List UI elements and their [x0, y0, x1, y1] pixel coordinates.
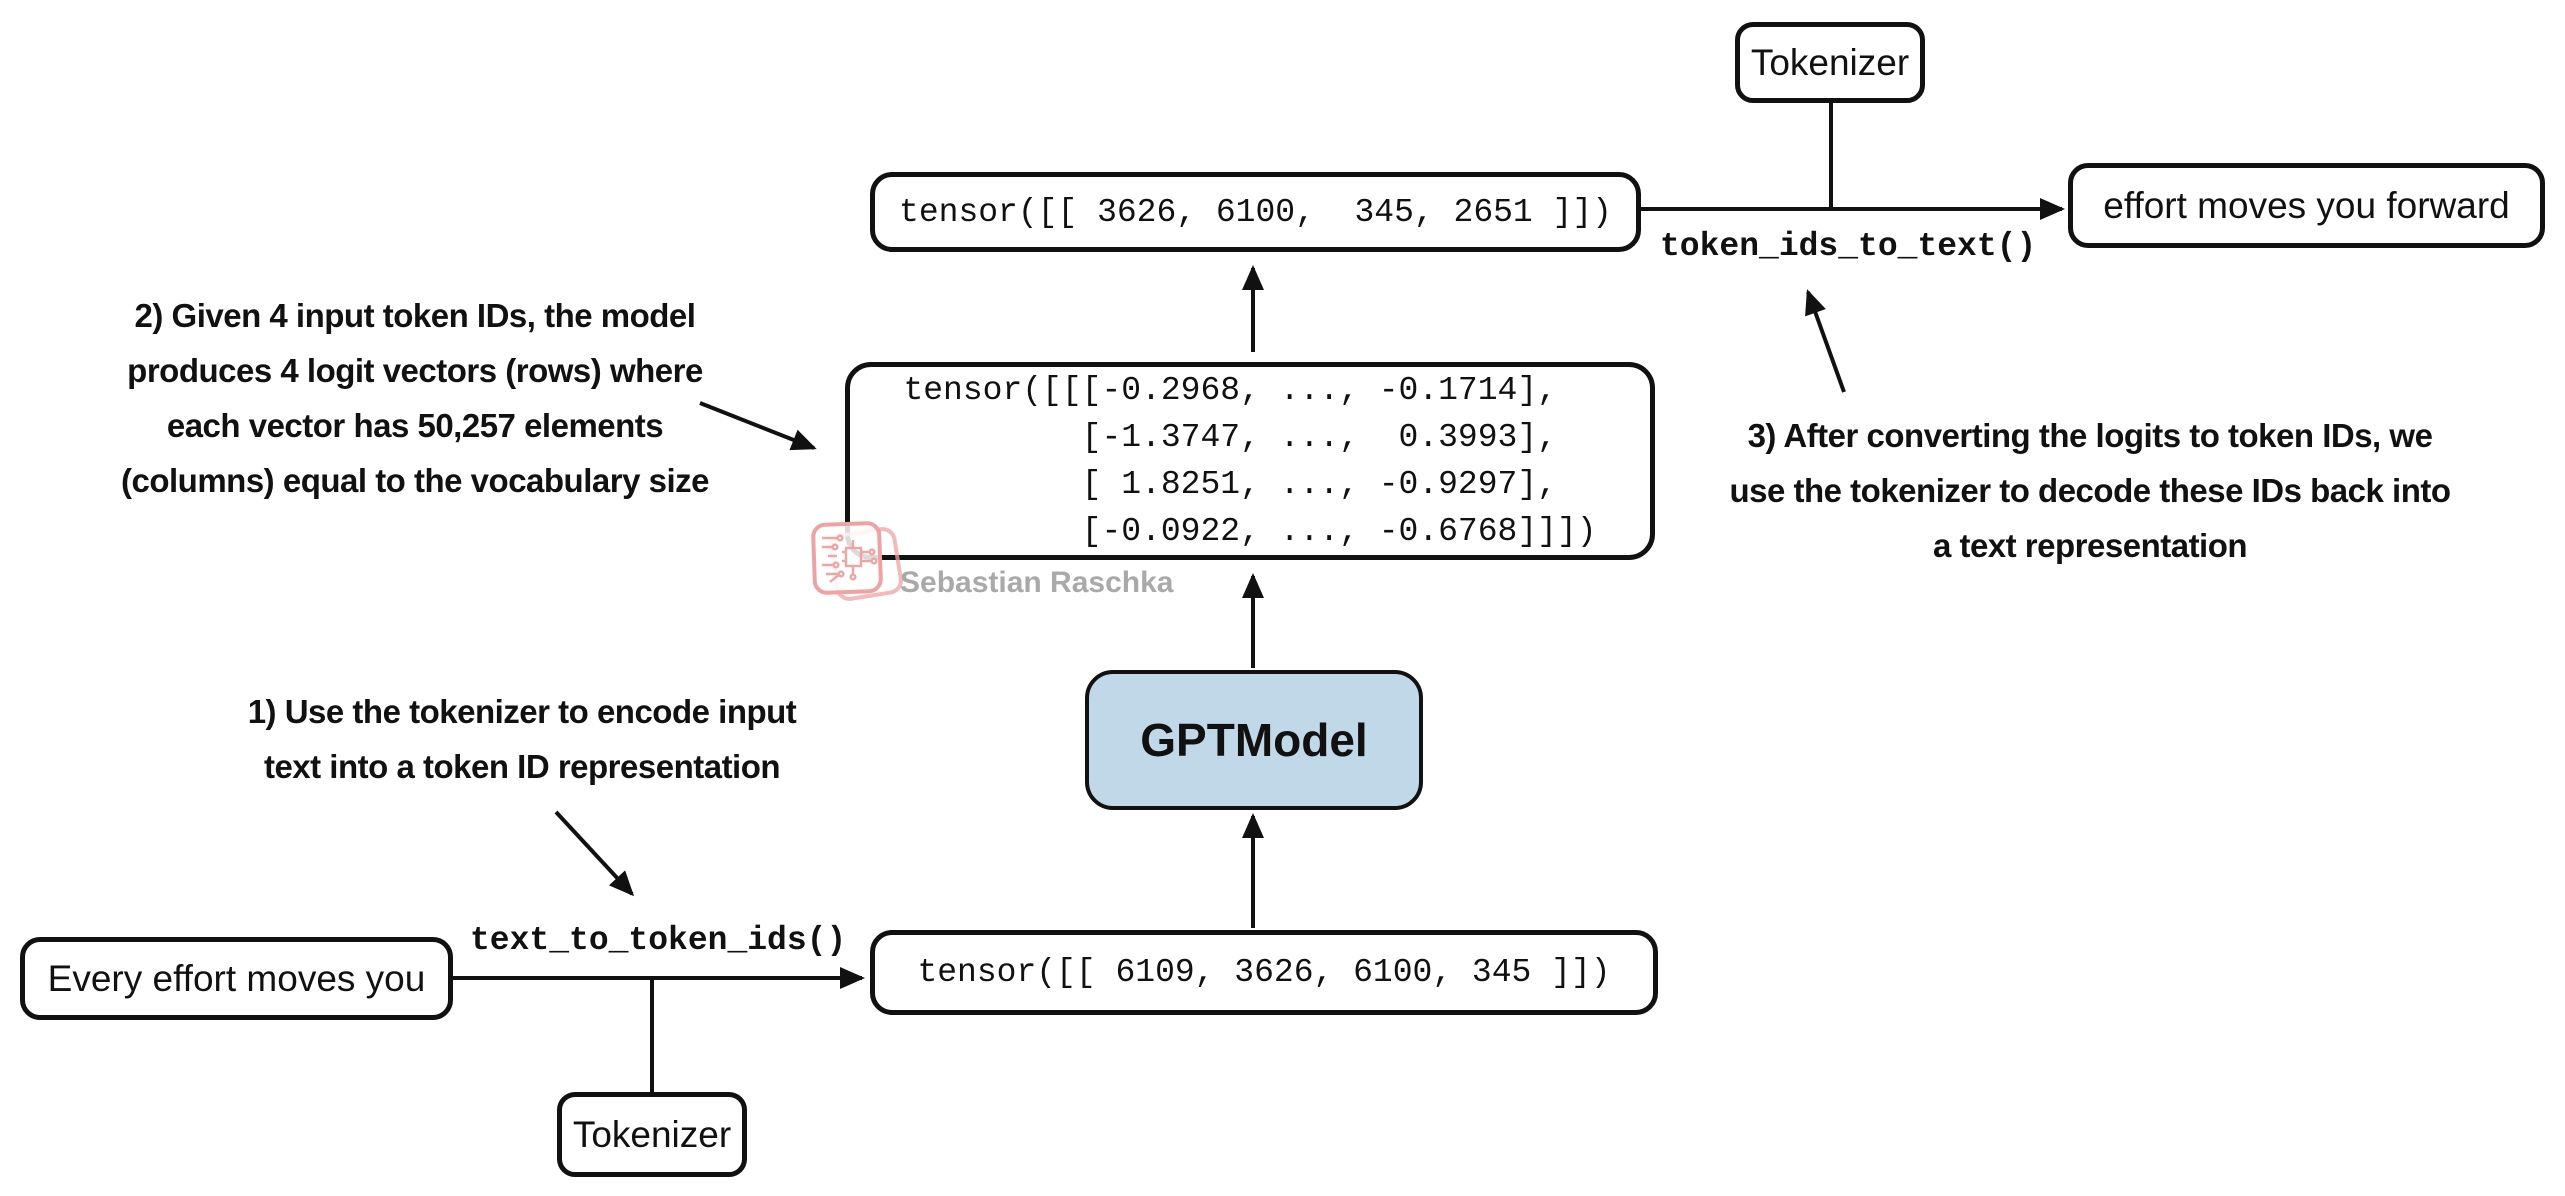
output-text-label: effort moves you forward	[2103, 185, 2510, 226]
annotation-step3: 3) After converting the logits to token …	[1729, 417, 2451, 564]
gpt-model-box: GPTModel	[1085, 670, 1423, 810]
tokenizer-bottom-label: Tokenizer	[572, 1114, 732, 1155]
logits-tensor-box: tensor([[[-0.2968, ..., -0.1714], [-1.37…	[845, 362, 1655, 560]
annotation-step2: 2) Given 4 input token IDs, the model pr…	[121, 297, 709, 499]
input-token-ids-text: tensor([[ 6109, 3626, 6100, 345 ]])	[917, 954, 1611, 991]
annotation1-pointer-arrow	[554, 810, 635, 897]
decode-fn-label: token_ids_to_text()	[1660, 228, 2037, 265]
annotation-step1: 1) Use the tokenizer to encode input tex…	[247, 693, 797, 785]
output-token-ids-text: tensor([[ 3626, 6100, 345, 2651 ]])	[899, 193, 1612, 231]
tokenizer-bottom-box: Tokenizer	[557, 1092, 747, 1177]
encode-fn-label: text_to_token_ids()	[470, 922, 847, 959]
output-text-box: effort moves you forward	[2068, 163, 2545, 248]
input-text-label: Every effort moves you	[47, 958, 426, 999]
logits-tensor-text: tensor([[[-0.2968, ..., -0.1714], [-1.37…	[903, 372, 1597, 550]
annotation3-pointer-arrow	[1805, 289, 1846, 393]
annotation2-pointer-arrow	[699, 401, 817, 451]
input-text-box: Every effort moves you	[20, 937, 453, 1020]
publisher-logo-icon	[811, 521, 903, 601]
input-token-ids-box: tensor([[ 6109, 3626, 6100, 345 ]])	[870, 930, 1658, 1015]
watermark-author: Sebastian Raschka	[900, 566, 1174, 599]
tokenizer-top-label: Tokenizer	[1750, 42, 1910, 83]
tokenizer-top-box: Tokenizer	[1735, 22, 1925, 103]
gpt-model-label: GPTModel	[1140, 714, 1368, 766]
output-token-ids-box: tensor([[ 3626, 6100, 345, 2651 ]])	[870, 172, 1641, 252]
